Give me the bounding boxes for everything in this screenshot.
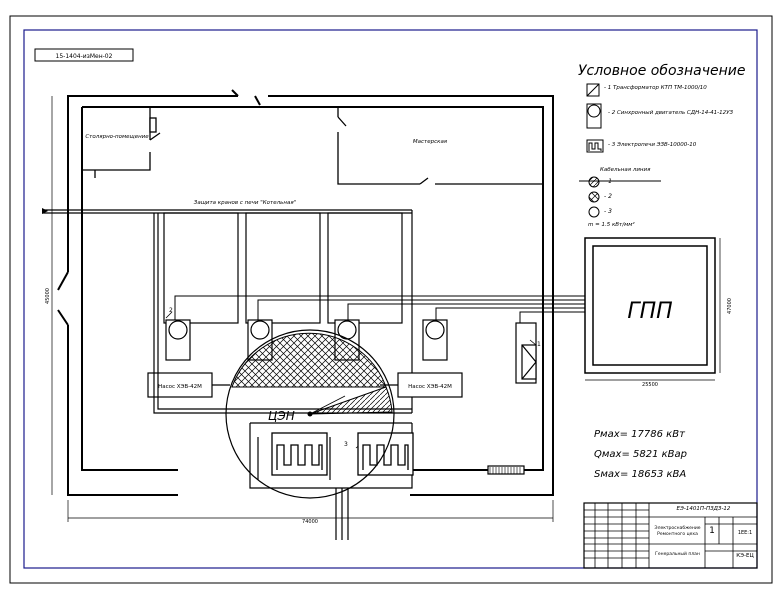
title-block-sheet-no: 1: [709, 526, 715, 536]
legend-cable-3: - 3: [604, 208, 612, 215]
stamp-code: 15-1404-изМен-02: [56, 53, 113, 60]
gpp-label: ГПП: [627, 299, 672, 324]
center-label: ЦЭН: [268, 409, 295, 423]
right-room-label: Мастерская: [413, 139, 448, 145]
legend-cable-1: - 1: [604, 178, 612, 185]
inner-frame: [23, 29, 758, 569]
cable-lines: [174, 292, 586, 323]
legend: [579, 83, 661, 218]
gpp-substation: [584, 237, 716, 374]
callout-3: 3: [344, 441, 348, 448]
crane-bays: [153, 212, 403, 360]
left-room-label: Столярно-помещение: [85, 134, 149, 140]
legend-cable-title: Кабельная линия: [600, 167, 651, 173]
title-block-desc: Электроснабжение Ремонтного цеха: [654, 526, 701, 537]
title-block: [583, 502, 758, 569]
legend-cable-2: - 2: [604, 193, 612, 200]
dimension-lines: [51, 96, 554, 522]
pump-boxes: [147, 372, 463, 398]
outer-frame: [9, 15, 773, 584]
pump-left-label: Насос ХЭВ-42М: [158, 384, 202, 390]
legend-scale-note: m = 1.5 кВт/мм²: [588, 222, 635, 228]
title-block-total: 1ЕЕ:1: [737, 530, 753, 536]
legend-item-transformer: - 1 Трансформатор КТП ТМ-1000/10: [604, 85, 707, 91]
exit-pipes: [335, 488, 349, 540]
legend-item-motor: - 2 Синхронный двигатель СДН-14-41-12УЗ: [608, 110, 734, 116]
left-room: [82, 107, 161, 178]
gpp-height-dim: 47000: [727, 298, 733, 314]
bottom-dim: 74000: [302, 519, 318, 525]
legend-item-heater: - 3 Электропечи ЭЗВ-10000-10: [608, 142, 697, 148]
hatched-sector: [309, 386, 393, 415]
load-s: Sмах= 18653 кВА: [594, 469, 687, 480]
gpp-width-dim: 25500: [642, 382, 658, 388]
load-q: Qмах= 5821 кВар: [594, 449, 688, 460]
left-dim: 45000: [45, 288, 51, 304]
callout-1: 1: [537, 341, 541, 348]
pump-right-label: Насос ХЭВ-42М: [408, 384, 452, 390]
title-block-org: КЭ-ЕЦ: [736, 553, 754, 559]
title-block-code: ЕЭ-1401П-ПЗДЗ-12: [676, 506, 731, 512]
cabinet: [487, 465, 525, 475]
crosshatched-sector: [231, 332, 387, 388]
load-p: Pмах= 17786 кВт: [594, 429, 685, 440]
title-block-sheet-label: Генеральный план: [655, 552, 700, 557]
transformer: [515, 322, 537, 384]
furnaces: [271, 432, 414, 476]
corner-stamp: [34, 48, 134, 62]
load-center-circle: [225, 329, 395, 499]
legend-title: Условное обозначение: [578, 63, 746, 79]
right-room: [337, 107, 543, 185]
supply-line-label: Защита кранов с печи "Котельная": [194, 200, 296, 206]
callout-2: 2: [169, 307, 173, 314]
supply-arrow: [42, 208, 48, 214]
